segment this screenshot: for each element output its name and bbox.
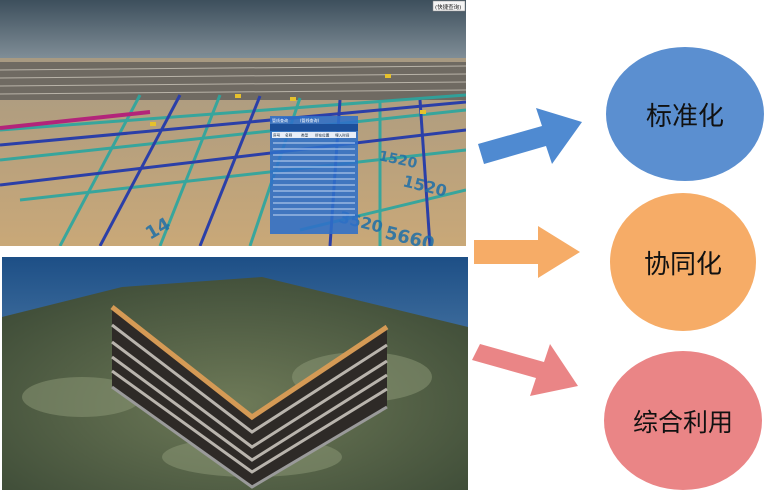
arrow-to-collaboration [472, 224, 584, 282]
arrow-to-comprehensive-use [470, 340, 582, 412]
popup-col-header: 名称 [285, 133, 293, 138]
comprehensive-use-circle: 综合利用 [604, 351, 762, 490]
pipeline-3d-view: 1520 1520 3520 14 5660 (快捷查询) 管线查询 (管线查询… [0, 0, 466, 246]
comprehensive-use-label: 综合利用 [633, 403, 733, 439]
quick-query-button[interactable]: (快捷查询) [435, 3, 461, 11]
popup-col-header: 序号 [273, 133, 281, 138]
collaboration-label: 协同化 [644, 244, 722, 281]
standardization-circle: 标准化 [606, 47, 764, 181]
standardization-label: 标准化 [646, 96, 724, 133]
collaboration-circle: 协同化 [610, 193, 756, 331]
arrow-to-standardization [474, 100, 586, 168]
terrain-3d-model [2, 257, 468, 490]
popup-col-header: 类型 [301, 133, 309, 138]
popup-title: 管线查询 [272, 117, 288, 123]
popup-col-header: 所在位置 [315, 133, 330, 138]
popup-col-header: 埋入时间 [335, 133, 350, 138]
pipeline-query-popup: 管线查询 (管线查询) 序号 名称 类型 所在位置 埋入时间 [270, 116, 358, 234]
popup-search-label: (管线查询) [300, 117, 320, 123]
